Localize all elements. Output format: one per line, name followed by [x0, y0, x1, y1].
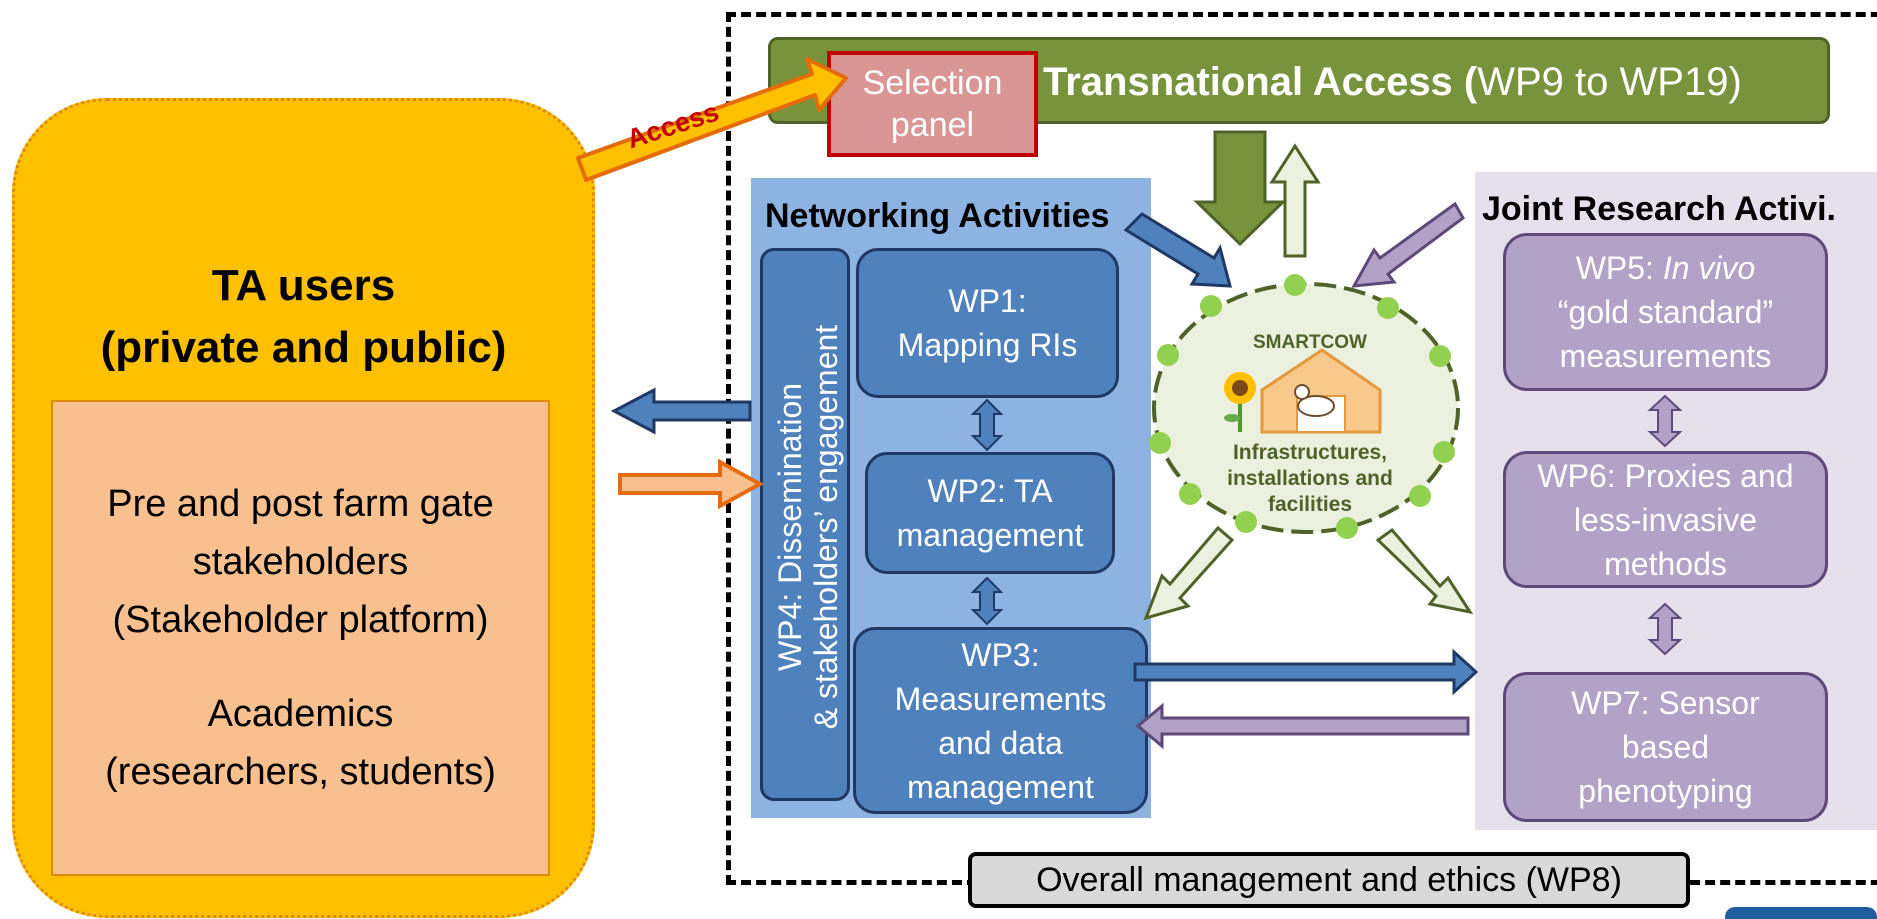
- wp1-label: WP1: Mapping RIs: [897, 283, 1078, 363]
- transnational-access-wp-range: WP9 to WP19): [1477, 60, 1742, 104]
- academics-text: Academics (researchers, students): [105, 693, 496, 793]
- stakeholders-text: Pre and post farm gate stakeholders (Sta…: [107, 483, 494, 641]
- wp5-line1: WP5: In vivo: [1576, 246, 1756, 290]
- wp6-box: WP6: Proxies and less-invasive methods: [1503, 451, 1828, 588]
- smartcow-name: SMARTCOW: [1253, 332, 1367, 353]
- wp4-label: WP4: Dissemination & stakeholders’ engag…: [772, 324, 844, 730]
- wp5-italic: In vivo: [1662, 250, 1756, 286]
- wp2-label: WP2: TA management: [896, 473, 1084, 553]
- wp7-label: WP7: Sensor based phenotyping: [1571, 685, 1760, 809]
- wp5-rest: “gold standard” measurements: [1557, 294, 1774, 374]
- overall-management-label: Overall management and ethics (WP8): [1036, 860, 1622, 899]
- selection-panel-label: Selection panel: [862, 64, 1003, 144]
- overall-management-box: Overall management and ethics (WP8): [968, 852, 1690, 908]
- wp5-prefix: WP5:: [1575, 250, 1663, 286]
- ta-users-title-line2: (private and public): [100, 323, 507, 372]
- stakeholders-box: Pre and post farm gate stakeholders (Sta…: [51, 400, 550, 876]
- wp3-box: WP3: Measurements and data management: [853, 627, 1148, 814]
- ta-users-title: TA users (private and public): [12, 255, 595, 379]
- access-label: Access: [623, 96, 723, 155]
- wp1-box: WP1: Mapping RIs: [856, 248, 1119, 398]
- wp5-box: WP5: In vivo “gold standard” measurement…: [1503, 233, 1828, 391]
- transnational-access-bold: Transnational Access (: [1043, 60, 1478, 104]
- ta-users-title-line1: TA users: [211, 261, 396, 310]
- corner-logo: [1725, 907, 1877, 919]
- wp7-box: WP7: Sensor based phenotyping: [1503, 672, 1828, 822]
- wp6-label: WP6: Proxies and less-invasive methods: [1537, 457, 1794, 582]
- networking-activities-title: Networking Activities: [765, 197, 1110, 235]
- joint-research-activities-title: Joint Research Activi.: [1482, 190, 1836, 228]
- wp4-box: WP4: Dissemination & stakeholders’ engag…: [760, 248, 850, 801]
- wp3-label: WP3: Measurements and data management: [894, 636, 1107, 805]
- smartcow-subtitle: Infrastructures, installations and facil…: [1227, 441, 1393, 516]
- selection-panel-box: Selection panel: [827, 51, 1038, 157]
- wp2-box: WP2: TA management: [865, 452, 1115, 574]
